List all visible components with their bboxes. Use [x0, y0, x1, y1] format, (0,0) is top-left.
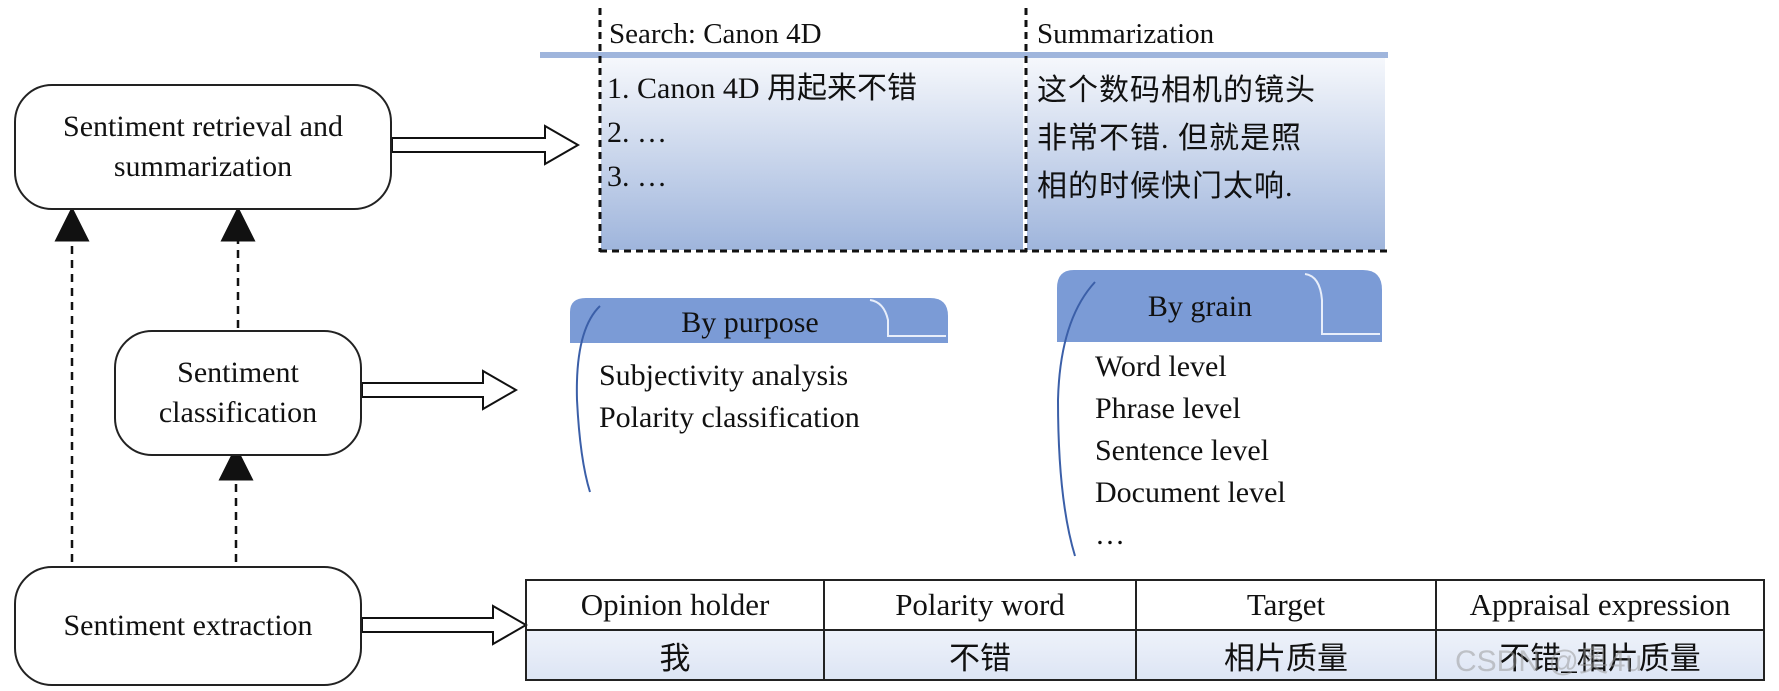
- search-results-list: 1. Canon 4D 用起来不错 2. … 3. …: [607, 67, 917, 199]
- grain-item: Word level: [1095, 350, 1227, 383]
- search-panel-title: Search: Canon 4D: [609, 18, 822, 50]
- purpose-tab-label: By purpose: [681, 306, 819, 339]
- grain-item: Sentence level: [1095, 434, 1270, 467]
- purpose-item: Subjectivity analysis: [599, 359, 849, 392]
- grain-item: Phrase level: [1095, 392, 1241, 425]
- grain-list: Word level Phrase level Sentence level D…: [1095, 346, 1286, 556]
- purpose-tab-fold: [869, 299, 946, 337]
- sentiment-classification-box: Sentiment classification: [114, 330, 362, 456]
- purpose-tab-shape: [570, 298, 948, 343]
- grain-tab-curve: [1056, 281, 1096, 557]
- table-cell: 不错_相片质量: [1435, 629, 1765, 681]
- search-result-item: 1. Canon 4D 用起来不错: [607, 72, 917, 105]
- summary-line: 非常不错. 但就是照: [1037, 122, 1302, 155]
- sentiment-classification-label: Sentiment classification: [158, 356, 318, 429]
- table-cell: 不错: [823, 629, 1137, 681]
- hollow-arrow-retrieval: [391, 124, 581, 166]
- search-panel-bg: [601, 57, 1023, 250]
- sentiment-extraction-label: Sentiment extraction: [63, 609, 313, 642]
- purpose-tab-curve: [575, 305, 601, 493]
- purpose-item: Polarity classification: [599, 401, 860, 434]
- table-header-cell: Appraisal expression: [1435, 579, 1765, 631]
- summary-text: 这个数码相机的镜头 非常不错. 但就是照 相的时候快门太响.: [1037, 67, 1316, 211]
- table-header-cell: Opinion holder: [525, 579, 825, 631]
- extraction-table: Opinion holder Polarity word Target Appr…: [525, 579, 1765, 681]
- grain-item: …: [1095, 518, 1125, 551]
- table-row: 我 不错 相片质量 不错_相片质量: [525, 629, 1765, 681]
- purpose-list: Subjectivity analysis Polarity classific…: [599, 355, 860, 439]
- sentiment-retrieval-label: Sentiment retrieval and summarization: [63, 110, 343, 183]
- table-header-row: Opinion holder Polarity word Target Appr…: [525, 579, 1765, 631]
- search-result-item: 3. …: [607, 160, 667, 193]
- grain-tab-label: By grain: [1147, 290, 1253, 323]
- sentiment-retrieval-box: Sentiment retrieval and summarization: [14, 84, 392, 210]
- search-result-item: 2. …: [607, 116, 667, 149]
- summary-panel-title: Summarization: [1037, 18, 1215, 50]
- watermark: CSDN @奥4u: [1455, 645, 1643, 678]
- grain-tab-fold: [1304, 273, 1380, 335]
- table-cell: 我: [525, 629, 825, 681]
- table-cell: 相片质量: [1135, 629, 1437, 681]
- hollow-arrow-extraction: [361, 604, 529, 646]
- summary-line: 这个数码相机的镜头: [1037, 74, 1316, 107]
- summary-line: 相的时候快门太响.: [1037, 170, 1294, 203]
- grain-item: Document level: [1095, 476, 1286, 509]
- summary-panel-bg: [1027, 57, 1385, 250]
- table-header-cell: Target: [1135, 579, 1437, 631]
- hollow-arrow-classification: [361, 369, 519, 411]
- grain-tab-shape: [1057, 270, 1382, 342]
- sentiment-extraction-box: Sentiment extraction: [14, 566, 362, 686]
- table-header-cell: Polarity word: [823, 579, 1137, 631]
